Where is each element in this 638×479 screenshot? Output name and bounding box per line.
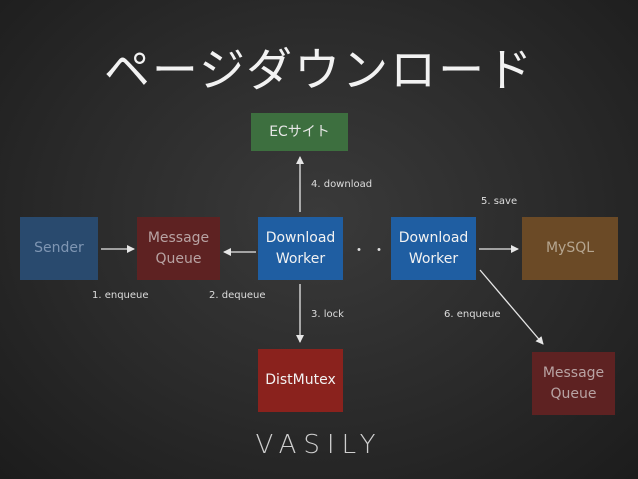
page-title: ページダウンロード xyxy=(103,43,535,97)
arrow-enqueue-6 xyxy=(479,269,544,345)
label-dequeue: 2. dequeue xyxy=(209,290,266,301)
vasily-logo: VASILY xyxy=(255,430,383,460)
distmutex-box: DistMutex xyxy=(258,349,343,412)
mysql-box: MySQL xyxy=(522,217,618,280)
download-worker-box-1: Download Worker xyxy=(258,217,343,280)
label-download: 4. download xyxy=(311,179,373,190)
message-queue-box-2: Message Queue xyxy=(532,352,615,415)
label-lock: 3. lock xyxy=(311,309,344,320)
label-enqueue-1: 1. enqueue xyxy=(92,290,149,301)
download-worker-box-2: Download Worker xyxy=(391,217,476,280)
ec-site-box: ECサイト xyxy=(251,113,348,151)
label-enqueue-6: 6. enqueue xyxy=(444,309,501,320)
label-save: 5. save xyxy=(481,196,518,207)
message-queue-box-1: Message Queue xyxy=(137,217,220,280)
sender-box: Sender xyxy=(20,217,98,280)
